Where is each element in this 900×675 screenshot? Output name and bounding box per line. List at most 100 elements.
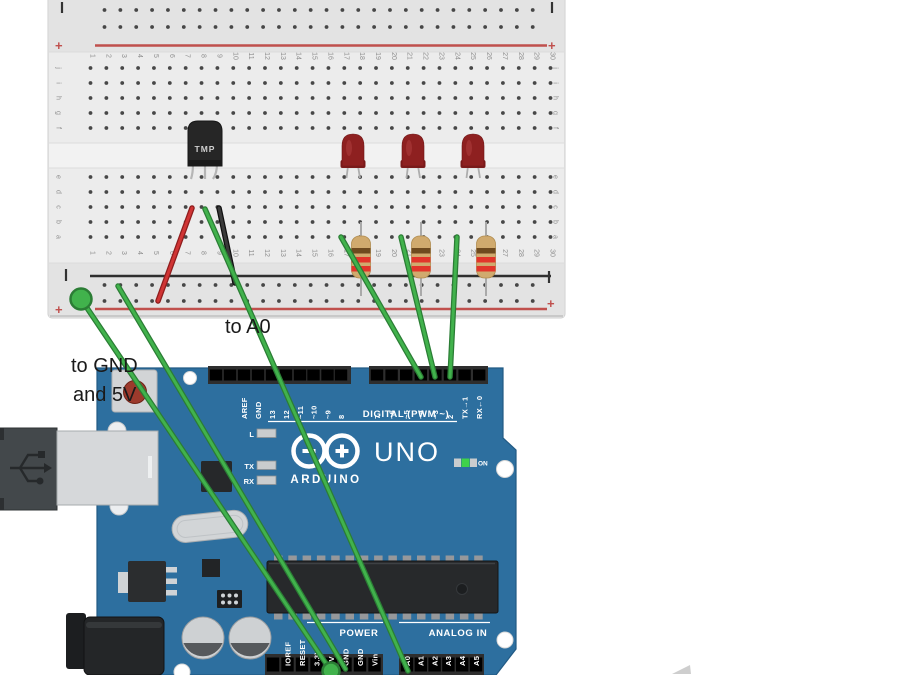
breadboard-hole[interactable] [532, 81, 537, 85]
pin-slot[interactable] [293, 369, 307, 381]
breadboard-rail-hole[interactable] [483, 8, 488, 12]
breadboard-hole[interactable] [469, 126, 474, 130]
breadboard-hole[interactable] [516, 81, 521, 85]
breadboard-hole[interactable] [358, 205, 363, 209]
breadboard-hole[interactable] [199, 111, 204, 115]
breadboard-hole[interactable] [263, 205, 267, 209]
breadboard-hole[interactable] [231, 235, 236, 239]
breadboard-hole[interactable] [437, 220, 442, 224]
breadboard-hole[interactable] [152, 190, 156, 194]
breadboard-hole[interactable] [548, 235, 553, 239]
breadboard-hole[interactable] [120, 220, 125, 224]
breadboard-rail-hole[interactable] [213, 8, 218, 12]
breadboard-hole[interactable] [469, 81, 474, 85]
breadboard-hole[interactable] [215, 96, 220, 100]
breadboard-hole[interactable] [532, 111, 537, 115]
breadboard-rail-hole[interactable] [261, 8, 265, 12]
wire-green-rail-to-gnd[interactable] [115, 283, 349, 672]
breadboard-hole[interactable] [405, 205, 410, 209]
breadboard-hole[interactable] [532, 190, 537, 194]
breadboard-rail-hole[interactable] [134, 8, 139, 12]
breadboard-hole[interactable] [120, 81, 125, 85]
breadboard-hole[interactable] [437, 111, 442, 115]
breadboard-rail-hole[interactable] [530, 299, 535, 303]
breadboard-rail-hole[interactable] [181, 283, 186, 287]
pin-slot[interactable] [428, 657, 441, 672]
breadboard-hole[interactable] [167, 66, 172, 70]
led-red[interactable] [340, 133, 366, 179]
breadboard-hole[interactable] [501, 175, 505, 179]
breadboard-hole[interactable] [374, 81, 378, 85]
breadboard-hole[interactable] [104, 66, 109, 70]
breadboard-hole[interactable] [548, 190, 553, 194]
breadboard-rail-hole[interactable] [435, 299, 440, 303]
breadboard-hole[interactable] [120, 126, 125, 130]
breadboard-hole[interactable] [278, 175, 283, 179]
breadboard-rail-hole[interactable] [483, 299, 488, 303]
breadboard-rail-hole[interactable] [403, 8, 408, 12]
breadboard-hole[interactable] [136, 205, 140, 209]
breadboard-hole[interactable] [389, 111, 394, 115]
breadboard-hole[interactable] [278, 126, 283, 130]
breadboard-hole[interactable] [326, 111, 331, 115]
breadboard-hole[interactable] [453, 66, 458, 70]
breadboard-hole[interactable] [231, 175, 236, 179]
breadboard-hole[interactable] [310, 205, 315, 209]
breadboard-hole[interactable] [263, 126, 267, 130]
breadboard-hole[interactable] [183, 190, 188, 194]
breadboard-hole[interactable] [278, 66, 283, 70]
breadboard-hole[interactable] [516, 190, 521, 194]
breadboard-hole[interactable] [358, 111, 363, 115]
breadboard-hole[interactable] [278, 235, 283, 239]
breadboard-rail-hole[interactable] [499, 299, 503, 303]
breadboard-rail-hole[interactable] [292, 283, 297, 287]
breadboard-rail-hole[interactable] [530, 8, 535, 12]
breadboard-hole[interactable] [136, 81, 140, 85]
pin-slot[interactable] [281, 657, 294, 672]
breadboard-hole[interactable] [231, 220, 236, 224]
breadboard-hole[interactable] [358, 81, 363, 85]
breadboard-hole[interactable] [152, 235, 156, 239]
breadboard-hole[interactable] [231, 126, 236, 130]
breadboard-hole[interactable] [88, 205, 93, 209]
breadboard-hole[interactable] [247, 220, 252, 224]
breadboard-hole[interactable] [421, 66, 426, 70]
breadboard-hole[interactable] [104, 175, 109, 179]
breadboard-hole[interactable] [437, 126, 442, 130]
breadboard-hole[interactable] [326, 190, 331, 194]
breadboard-hole[interactable] [120, 66, 125, 70]
breadboard-hole[interactable] [485, 66, 489, 70]
breadboard-hole[interactable] [358, 190, 363, 194]
breadboard-rail-hole[interactable] [435, 8, 440, 12]
wire-green-rail-to-5v[interactable] [69, 287, 341, 675]
breadboard-rail-hole[interactable] [213, 283, 218, 287]
breadboard-hole[interactable] [374, 66, 378, 70]
breadboard-rail-hole[interactable] [213, 25, 218, 29]
breadboard-rail-hole[interactable] [419, 299, 424, 303]
breadboard-hole[interactable] [469, 175, 474, 179]
breadboard-hole[interactable] [437, 205, 442, 209]
breadboard-hole[interactable] [215, 175, 220, 179]
breadboard-hole[interactable] [88, 220, 93, 224]
breadboard-rail-hole[interactable] [514, 25, 519, 29]
breadboard-rail-hole[interactable] [181, 299, 186, 303]
breadboard-hole[interactable] [326, 96, 331, 100]
breadboard-hole[interactable] [374, 111, 378, 115]
breadboard-hole[interactable] [278, 220, 283, 224]
breadboard-hole[interactable] [548, 220, 553, 224]
breadboard-hole[interactable] [247, 111, 252, 115]
breadboard-rail-hole[interactable] [134, 283, 139, 287]
breadboard-hole[interactable] [421, 190, 426, 194]
breadboard-rail-hole[interactable] [277, 8, 281, 12]
breadboard-hole[interactable] [88, 235, 93, 239]
breadboard-rail-hole[interactable] [372, 25, 377, 29]
breadboard-hole[interactable] [326, 126, 331, 130]
breadboard-hole[interactable] [88, 190, 93, 194]
breadboard-hole[interactable] [136, 126, 140, 130]
breadboard-rail-hole[interactable] [514, 299, 519, 303]
breadboard-hole[interactable] [532, 96, 537, 100]
breadboard-rail-hole[interactable] [308, 283, 313, 287]
breadboard-hole[interactable] [199, 66, 204, 70]
breadboard-hole[interactable] [231, 66, 236, 70]
breadboard-hole[interactable] [199, 235, 204, 239]
